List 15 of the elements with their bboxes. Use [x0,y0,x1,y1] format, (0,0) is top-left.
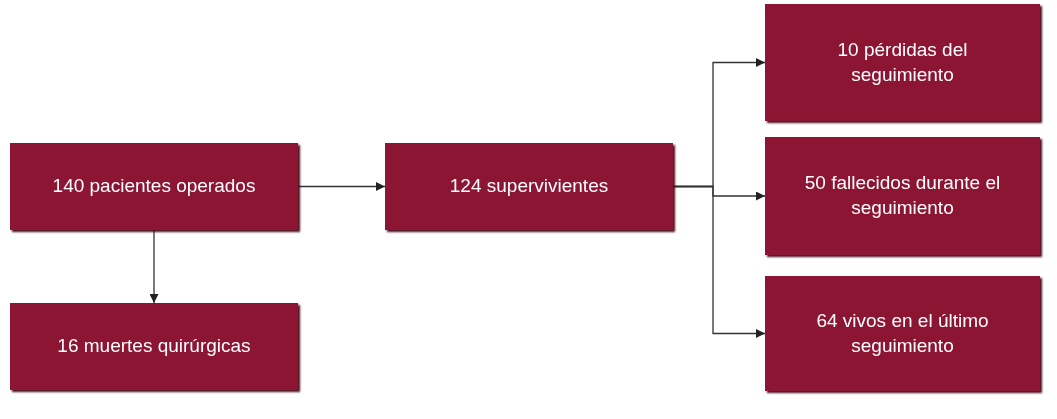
process-box [765,276,1040,391]
box-label: 140 pacientes operados [52,174,256,199]
arrow [672,185,766,338]
arrow [297,182,386,191]
box-label: 124 supervivientes [449,174,609,199]
process-box [10,143,298,230]
box-label: 10 pérdidas del seguimiento [836,37,969,87]
process-box [10,303,298,390]
arrow [149,229,159,304]
process-box [765,4,1040,121]
box-label: 64 vivos en el último seguimiento [815,308,990,358]
process-box [385,143,673,230]
box-label: 50 fallecidos durante el seguimiento [803,171,1002,220]
box-label: 16 muertes quirúrgicas [57,334,251,359]
process-box [765,137,1040,255]
